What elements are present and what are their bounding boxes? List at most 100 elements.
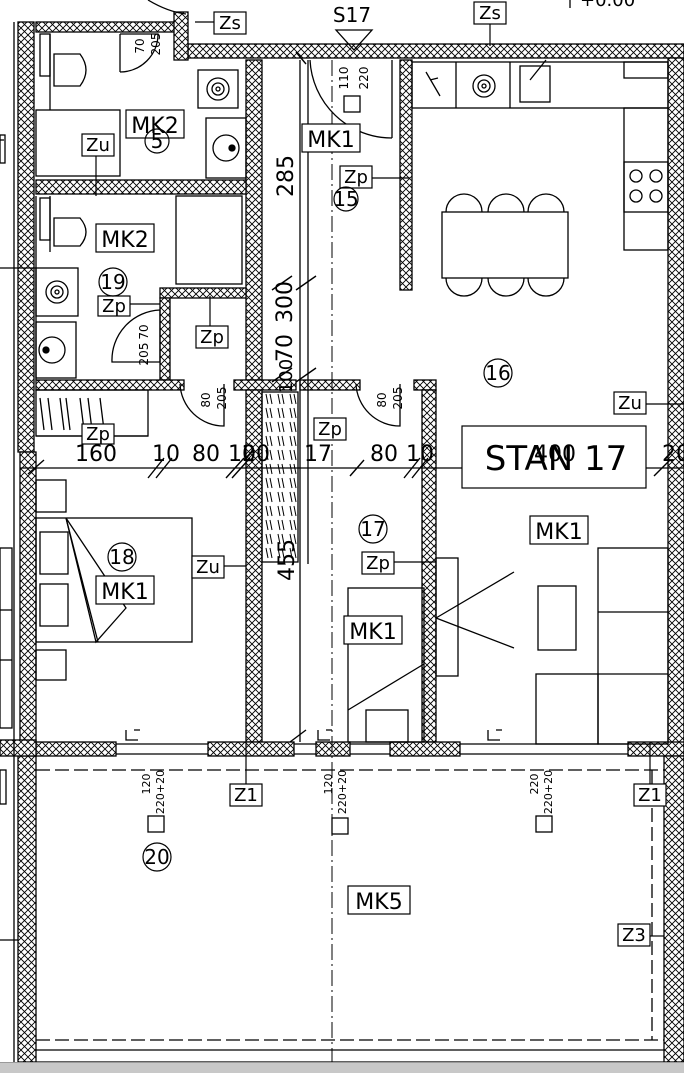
sink-box-1 [205,117,247,179]
tag-zp-bed17: Zp [366,553,390,574]
door4-height: 205 [391,387,405,410]
tag-s17: S17 [333,3,371,27]
tag-zu-right: Zu [618,393,642,414]
tag-zp-wc: Zp [102,296,126,317]
tag-z3: Z3 [622,925,646,946]
tag-z1-left: Z1 [234,785,258,806]
wall-band-mid [233,379,297,391]
dim-285: 285 [274,155,299,197]
dimension-texts: 285 300 70 100 455 160 10 80 10 20 17 80… [75,155,684,581]
tag-zp-closet: Zp [86,424,110,445]
room-19: 19 [100,270,125,294]
entry-socket [343,95,361,113]
window2-width: 120 [322,774,335,795]
wall-bath-mid [35,179,247,195]
tag-zu-bed: Zu [196,557,220,578]
window1-width: 120 [140,774,153,795]
door4-width: 80 [375,392,389,407]
hall-wardrobe [261,391,299,563]
wall-top-main [187,43,684,59]
bottom-scroll-strip [0,1062,684,1073]
tag-stan: STAN 17 [485,439,627,479]
tag-mk5: MK5 [355,890,402,915]
tag-boxes [81,1,667,947]
wall-left-pier [0,739,37,757]
dim-455: 455 [275,539,300,581]
tag-mk2-b: MK2 [101,228,148,253]
tag-mk1-bed18: MK1 [101,580,148,605]
dim-10c: 10 [406,442,434,467]
leaders [95,21,684,937]
door5-width: 110 [337,67,351,90]
tag-zs-top: Zs [479,3,501,24]
toilet-tank-2 [39,197,51,241]
dim-17: 17 [304,442,332,467]
door3-width: 80 [199,392,213,407]
tag-z1-right: Z1 [638,785,662,806]
sink-box-2 [35,321,77,379]
bed-17 [347,587,425,743]
wall-bottom-mid2 [315,741,351,757]
tag-zs-top-left: Zs [219,13,241,34]
dim-20r: 20 [662,442,684,467]
tag-mk1-living: MK1 [535,520,582,545]
tag-zp-hall: Zp [344,167,368,188]
window1-height: 220+20 [154,770,167,814]
wall-band-r [299,379,361,391]
coffee-table [537,585,577,651]
wall-bottom-mid1 [207,741,295,757]
wall-left-mid [19,451,37,743]
wall-bath-right [245,59,263,381]
wall-top-stub [173,11,189,61]
wall-v-living-right [667,57,684,749]
dim-100: 100 [276,359,297,393]
tag-mk2-a: MK2 [131,114,178,139]
door-size-texts: 70 205 70 205 80 205 80 205 110 220 [133,33,405,410]
door1-height: 205 [149,33,163,56]
room-15: 15 [333,187,358,211]
wall-bottom-left [35,741,117,757]
tag-mk1-hall: MK1 [307,128,354,153]
window3-width: 220 [528,774,541,795]
dim-20: 20 [242,442,270,467]
door2-width: 70 [137,324,151,339]
tag-zp-corr: Zp [200,327,224,348]
shower-box [175,195,243,285]
room-16: 16 [485,361,510,385]
tag-mk1-bed17: MK1 [349,620,396,645]
toilet-bowl-2 [53,217,87,247]
wall-left-lower [17,755,37,1063]
dim-160: 160 [75,442,117,467]
wall-terrace-right [663,755,684,1063]
window3-height: 220+20 [542,770,555,814]
window-size-texts: 120 220+20 120 220+20 220 220+20 [140,770,555,814]
tag-top-value: +0.00 [580,0,635,11]
fixtures [20,0,684,835]
room-5: 5 [151,129,164,153]
dim-300: 300 [273,281,298,323]
wall-band-rr [413,379,437,391]
bed-18 [35,517,193,643]
dim-400: 400 [534,442,576,467]
wall-band-left [35,379,185,391]
dim-70: 70 [273,334,298,362]
dim-10b: 10 [228,442,256,467]
dim-ticks [27,51,671,743]
dim-80b: 80 [370,442,398,467]
door1-width: 70 [133,38,147,53]
door3-height: 205 [215,387,229,410]
window2-height: 220+20 [336,770,349,814]
wall-corr-left [159,297,171,381]
washer-box-2 [35,267,79,317]
toilet-tank-1 [39,33,51,77]
room-18: 18 [109,545,134,569]
tag-zu-bath: Zu [86,135,110,156]
tag-zp-wall: Zp [318,419,342,440]
tag-texts: Zs Zs S17 +0.00 MK2 MK2 MK1 MK1 MK1 MK1 … [86,0,662,946]
wall-corr-top [159,287,247,299]
room-numbers [98,128,513,872]
wall-top-bath [35,21,183,33]
washer-box-1 [197,69,239,109]
wall-kitchen-stub [399,59,413,291]
room-20: 20 [144,845,169,869]
